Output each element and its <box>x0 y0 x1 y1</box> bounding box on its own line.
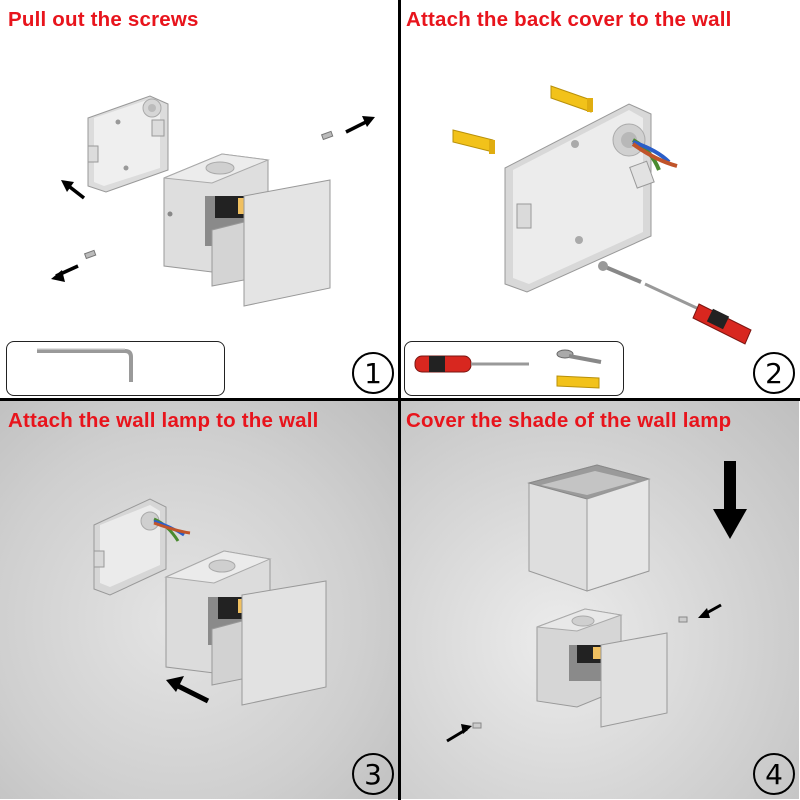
arrow-icon <box>166 676 210 704</box>
lamp-body <box>536 608 668 728</box>
screw-icon <box>598 261 642 284</box>
step-3-title: Attach the wall lamp to the wall <box>8 409 319 432</box>
step-4-panel: Cover the shade of the wall lamp <box>401 401 799 799</box>
tools-box-icons <box>414 349 602 389</box>
arrow-icon <box>345 116 375 134</box>
tools-box <box>6 341 225 396</box>
screw-icon <box>472 722 482 729</box>
step-3-number: 3 <box>352 753 394 795</box>
tools-box <box>404 341 624 396</box>
arrow-icon <box>61 180 86 200</box>
screw-icon <box>556 349 602 364</box>
step-4-title: Cover the shade of the wall lamp <box>406 409 732 432</box>
lamp-body <box>164 550 327 706</box>
screw-small-right <box>320 130 334 141</box>
step-4-illustration <box>446 461 747 743</box>
screw-small-left <box>83 249 97 260</box>
step-3-panel: Attach the wall lamp to the wall <box>0 401 398 799</box>
step-4-number: 4 <box>753 753 795 795</box>
step-2-illustration <box>452 85 752 345</box>
step-2-number: 2 <box>753 352 795 394</box>
step-3-illustration <box>93 498 327 706</box>
step-1-illustration <box>51 95 375 307</box>
step-1-number: 1 <box>352 352 394 394</box>
arrow-icon <box>698 603 722 618</box>
wires <box>629 138 678 189</box>
step-2-title: Attach the back cover to the wall <box>406 8 732 31</box>
arrow-icon <box>713 461 747 539</box>
wall-anchor-icon <box>550 85 593 113</box>
step-1-panel: Pull out the screws <box>0 0 398 398</box>
step-1-title: Pull out the screws <box>8 8 199 31</box>
wall-anchor-icon <box>452 129 495 154</box>
panel-divider-horizontal <box>0 398 800 401</box>
lamp-body <box>163 153 331 307</box>
step-2-panel: Attach the back cover to the wall <box>401 0 799 398</box>
back-cover-plate <box>87 95 169 193</box>
screwdriver-icon <box>414 355 529 373</box>
wires <box>153 517 191 542</box>
screw-icon <box>678 616 688 623</box>
wall-anchor-icon <box>556 375 600 389</box>
arrow-icon <box>446 724 472 743</box>
back-cover-plate <box>93 498 167 596</box>
arrow-icon <box>51 264 79 282</box>
allen-key-icon <box>37 348 133 382</box>
lamp-shade <box>527 464 651 592</box>
back-cover-plate <box>504 103 652 293</box>
screwdriver-icon <box>644 282 752 345</box>
